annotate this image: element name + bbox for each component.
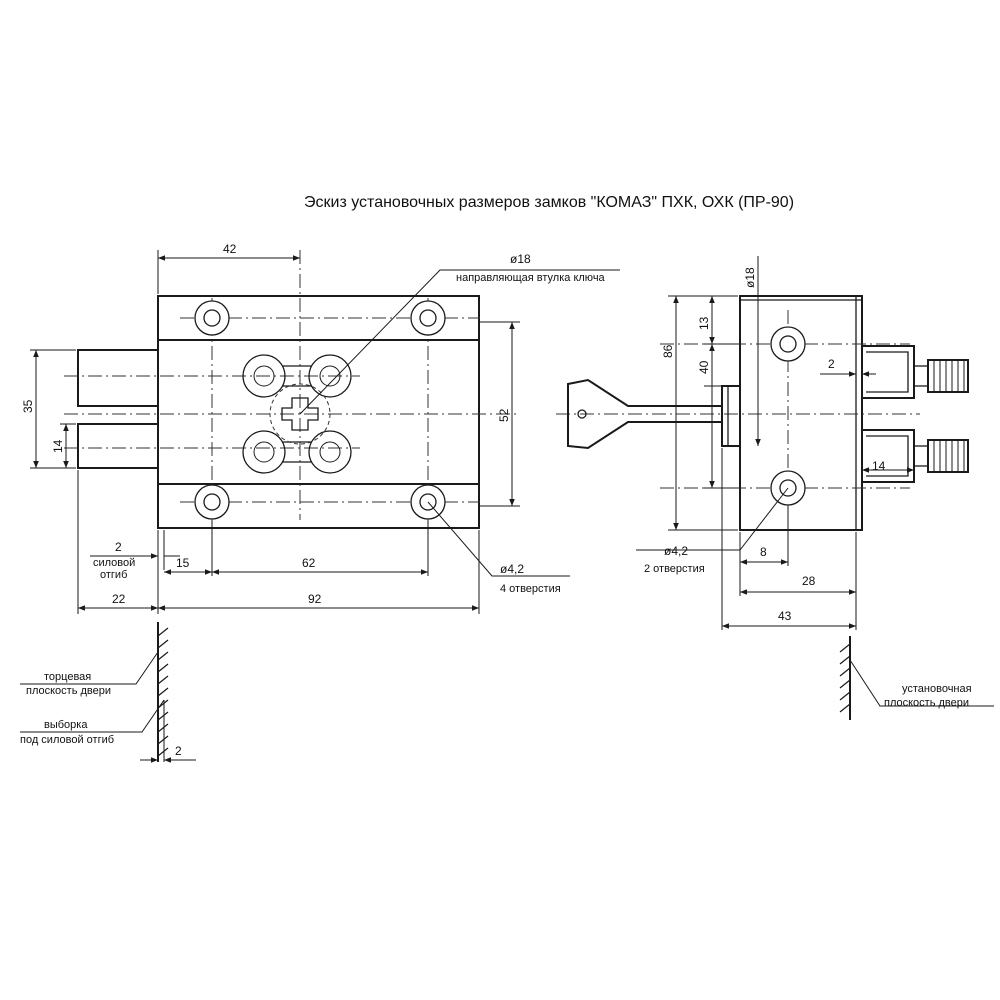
hole-dia-front: ø4,2 [500,562,524,576]
side-view: ø18 86 13 40 2 14 ø4,2 2 отверстия [556,256,994,720]
dim-14-side: 14 [872,459,886,473]
key [567,378,723,450]
dim-2-power-bend: 2 [115,540,122,554]
hole-dia-side: ø4,2 [664,544,688,558]
key-bush-side [721,385,741,447]
front-view: ø18 направляющая втулка ключа 42 35 14 5… [20,242,620,763]
dim-35: 35 [21,399,35,413]
dim-14-front: 14 [51,439,65,453]
key-slot-upper [242,354,352,398]
door-mount-plane [839,636,851,720]
door-end-plane [157,622,169,762]
dim-8: 8 [760,545,767,559]
mount-label-2: плоскость двери [884,697,969,709]
holes-count-side: 2 отверстия [644,563,705,575]
side-hole-top [770,326,806,362]
bolt [77,349,158,469]
dim-42: 42 [223,242,237,256]
knob-upper-icon [913,359,969,393]
power-bend-label-2: отгиб [100,569,127,581]
dim-62: 62 [302,556,316,570]
key-slot-lower [242,430,352,474]
dim-2-side: 2 [828,357,835,371]
dim-key-guide-dia: ø18 [510,252,531,266]
holes-count-front: 4 отверстия [500,583,561,595]
dim-15: 15 [176,556,190,570]
key-guide-label: направляющая втулка ключа [456,272,606,284]
recess-label-1: выборка [44,719,88,731]
mounting-hole-top-left [194,300,230,336]
door-end-label-1: торцевая [44,671,91,683]
dim-92: 92 [308,592,322,606]
dim-22: 22 [112,592,126,606]
dim-40: 40 [697,360,711,374]
dim-43: 43 [778,609,792,623]
dim-28: 28 [802,574,816,588]
drawing-title: Эскиз установочных размеров замков "КОМА… [304,194,794,211]
mounting-hole-top-right [410,300,446,336]
dim-18-side: ø18 [743,267,757,288]
dim-13: 13 [697,316,711,330]
power-bend-label-1: силовой [93,557,135,569]
recess-label-2: под силовой отгиб [20,734,114,746]
latch-housing-lower [862,429,915,483]
cross-key-icon [281,397,319,431]
latch-housing-upper [862,345,915,399]
key-guide-bush [269,383,331,445]
knob-lower-icon [913,439,969,473]
mount-label-1: установочная [902,683,972,695]
lock-body [157,295,480,529]
dim-86: 86 [661,344,675,358]
dim-52: 52 [497,408,511,422]
dim-2-bottom: 2 [175,744,182,758]
mounting-hole-bottom-left [194,484,230,520]
door-end-label-2: плоскость двери [26,685,111,697]
